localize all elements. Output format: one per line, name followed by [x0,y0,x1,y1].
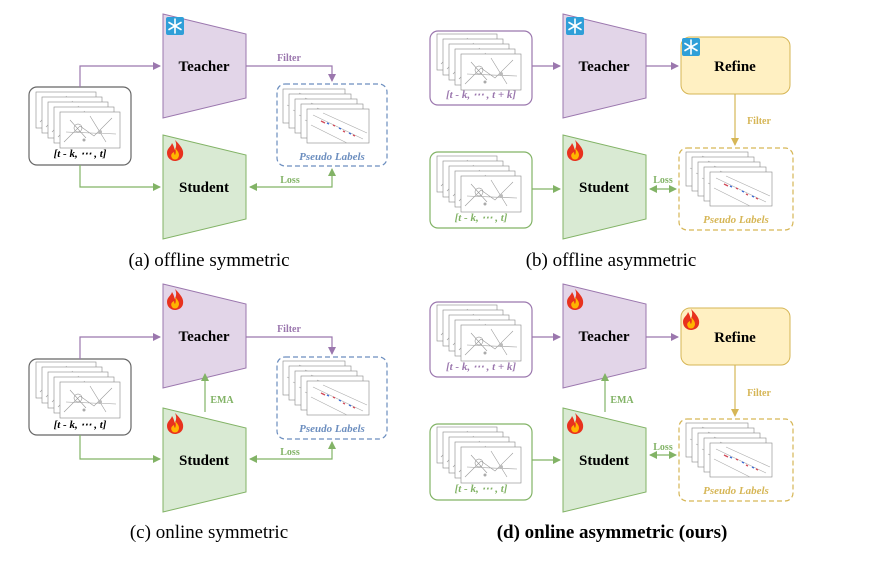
teacher-block [162,283,247,389]
panel-d: [t - k, ⋯ , t + k] Teacher Refine [t - k… [429,283,794,543]
pseudo-labels-label: Pseudo Labels [703,485,769,497]
teacher-input-label: [t - k, ⋯ , t + k] [446,89,516,101]
caption-b: (b) offline asymmetric [526,250,697,271]
loss-label: Loss [280,175,300,186]
snowflake-icon [565,16,585,36]
panel-c: Teacher Student [t - k, ⋯ , t] Pseudo La… [28,283,388,543]
loss-label: Loss [280,447,300,458]
student-block [162,134,247,240]
teacher-block [162,13,247,119]
caption-d: (d) online asymmetric (ours) [497,522,728,543]
filter-label: Filter [277,324,301,335]
ema-label: EMA [210,395,234,406]
input-label: [t - k, ⋯ , t] [54,148,107,160]
caption-c: (c) online symmetric [130,522,288,543]
loss-label: Loss [653,175,673,186]
pseudo-labels-label: Pseudo Labels [299,151,365,163]
filter-label: Filter [277,53,301,64]
student-input-label: [t - k, ⋯ , t] [455,212,508,224]
teacher-label: Teacher [578,329,629,345]
teacher-label: Teacher [178,59,229,75]
teacher-input-label: [t - k, ⋯ , t + k] [446,361,516,373]
student-block [162,407,247,513]
snowflake-icon [165,16,185,36]
student-label: Student [179,453,229,469]
panel-a: Teacher Student [t - k, ⋯ , t] Pseudo La… [28,13,388,271]
student-block [562,134,647,240]
pseudo-labels-label: Pseudo Labels [703,214,769,226]
snowflake-icon [681,37,701,57]
student-label: Student [579,180,629,196]
teacher-label: Teacher [578,59,629,75]
panel-b: [t - k, ⋯ , t + k] Teacher Refine [t - k… [429,13,794,271]
refine-label: Refine [714,59,756,75]
student-label: Student [579,453,629,469]
pseudo-labels-label: Pseudo Labels [299,423,365,435]
ema-label: EMA [610,395,634,406]
loss-label: Loss [653,442,673,453]
caption-a: (a) offline symmetric [128,250,289,271]
teacher-label: Teacher [178,329,229,345]
student-block [562,407,647,513]
filter-label: Filter [747,116,771,127]
teacher-block [562,283,647,389]
filter-label: Filter [747,388,771,399]
student-label: Student [179,180,229,196]
refine-label: Refine [714,330,756,346]
input-label: [t - k, ⋯ , t] [54,419,107,431]
student-input-label: [t - k, ⋯ , t] [455,483,508,495]
teacher-block [562,13,647,119]
